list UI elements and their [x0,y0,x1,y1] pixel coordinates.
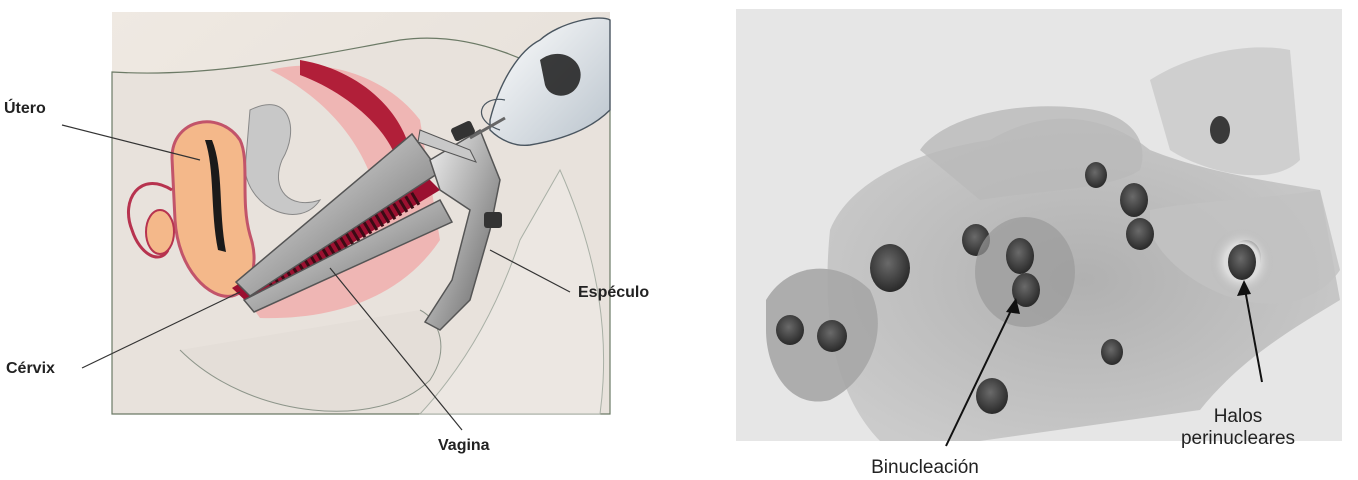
speculum-screw-bottom [484,212,502,228]
nucleus [776,315,804,345]
ovary-shape [146,210,174,254]
label-halos-perinucleares: Halos perinucleares [1158,406,1318,450]
nucleus [976,378,1008,414]
label-halos-line1: Halos [1158,406,1318,428]
halo-nucleus [1228,244,1256,280]
speculum-illustration [0,0,680,480]
speculum-diagram-panel: Útero Cérvix Espéculo Vagina [0,0,680,480]
label-cervix: Cérvix [6,360,55,378]
nucleus [1210,116,1230,144]
nucleus [870,244,910,292]
label-vagina: Vagina [438,437,490,455]
label-halos-line2: perinucleares [1158,428,1318,450]
label-especulo: Espéculo [578,284,649,302]
nucleus [817,320,847,352]
label-binucleacion: Binucleación [850,457,1000,479]
nucleus [1126,218,1154,250]
nucleus [1101,339,1123,365]
nucleus [1085,162,1107,188]
binucleated-nucleus-top [1006,238,1034,274]
label-utero: Útero [4,100,46,118]
nucleus [1120,183,1148,217]
cytology-micrograph-panel: Binucleación Halos perinucleares [680,0,1358,480]
